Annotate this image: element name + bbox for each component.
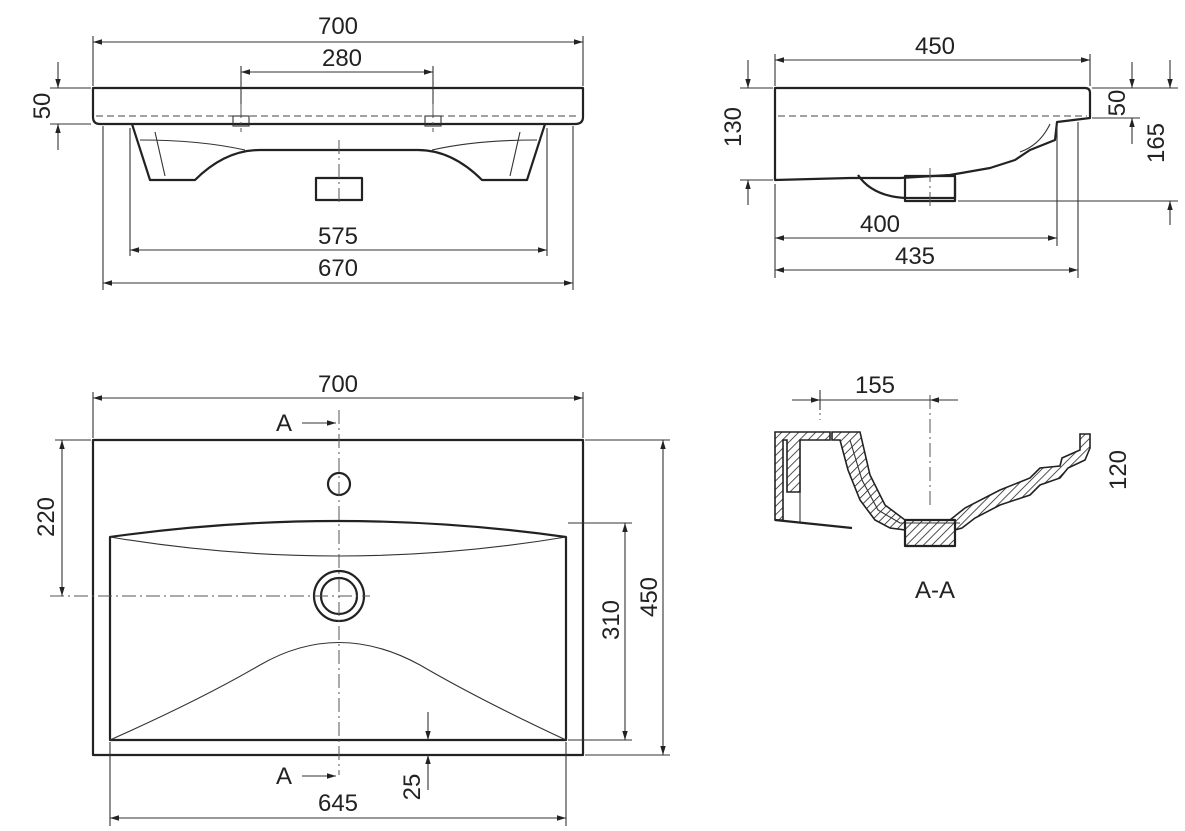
section-left-wall (774, 431, 831, 521)
top-bowl-back-curve (109, 536, 567, 557)
top-bowl-outline (108, 519, 568, 742)
side-dim-height-165: 165 (1143, 123, 1170, 163)
front-dim-tap-spacing: 280 (322, 45, 362, 72)
front-view-outline (91, 86, 585, 126)
front-view: 700 280 50 575 670 (29, 13, 585, 290)
side-dim-rim-height: 50 (1104, 90, 1131, 117)
top-dim-front-margin: 25 (399, 774, 426, 801)
section-drain (903, 518, 957, 548)
section-dim-height: 120 (1105, 450, 1132, 490)
section-mark-top: A (276, 410, 292, 437)
side-dim-depth-400: 400 (860, 211, 900, 238)
front-bowl-inner (139, 139, 538, 151)
section-outer-shell (774, 518, 853, 530)
side-dim-depth: 450 (915, 33, 955, 60)
top-dim-tap-offset: 220 (33, 497, 60, 537)
top-dim-width: 700 (318, 371, 358, 398)
front-dim-mount-width: 670 (318, 255, 358, 282)
side-dim-depth-435: 435 (895, 243, 935, 270)
top-dim-depth: 450 (636, 577, 663, 617)
section-dim-drain-offset: 155 (855, 372, 895, 399)
top-dim-bowl-width: 645 (318, 790, 358, 817)
section-caption: A-A (915, 577, 955, 604)
top-dim-bowl-depth: 310 (598, 600, 625, 640)
side-view-outline (773, 86, 1092, 182)
front-dim-width: 700 (318, 13, 358, 40)
section-mark-bottom: A (276, 763, 292, 790)
section-bowl-wall (831, 431, 1091, 547)
side-dim-height-130: 130 (720, 107, 747, 147)
top-bowl-front-curve (109, 641, 567, 741)
front-dim-bowl-width: 575 (318, 223, 358, 250)
top-view-outline (91, 438, 585, 757)
section-view: 155 120 A-A (774, 372, 1132, 604)
side-view: 450 130 50 165 400 435 (720, 33, 1178, 278)
front-dim-rim-height: 50 (29, 93, 56, 120)
top-view: A A 700 220 310 450 25 645 (33, 371, 670, 826)
